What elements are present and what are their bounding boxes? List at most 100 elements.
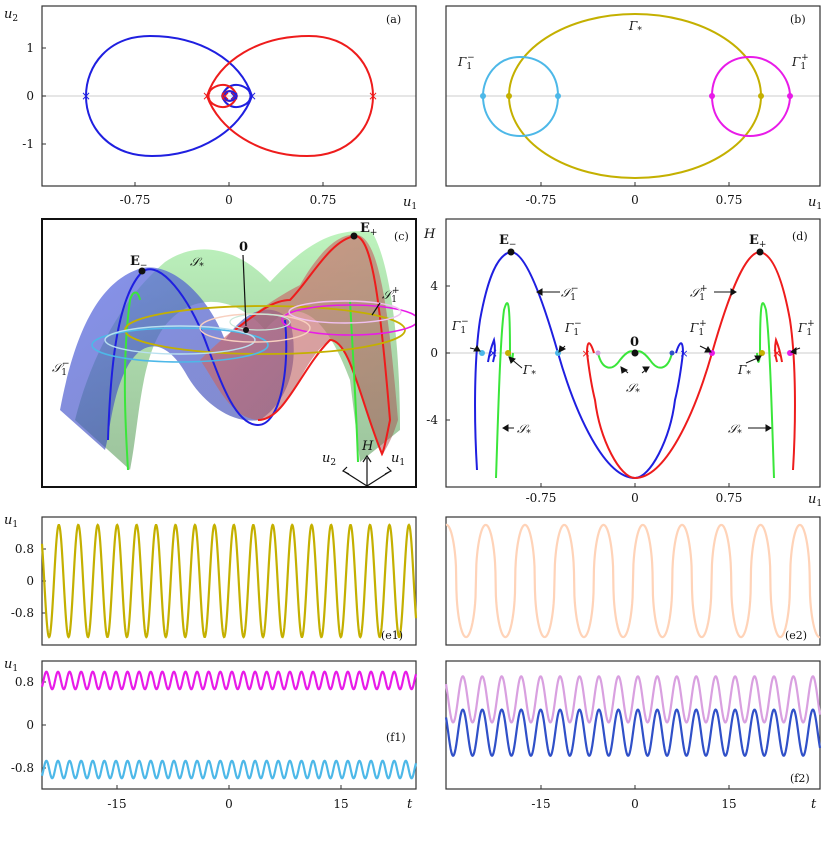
xtick-f1: 0 <box>225 797 233 811</box>
x-axis-label: t <box>811 797 817 812</box>
xtick-b: 0 <box>631 193 639 207</box>
label-gamma-1-plus: Γ1+ <box>791 53 809 72</box>
xtick-a: -0.75 <box>120 193 151 207</box>
curve-red-d <box>585 250 796 480</box>
series-f1-cyan <box>40 759 418 780</box>
xtick-d: 0 <box>631 491 639 505</box>
y-axis-label: u2 <box>4 7 18 24</box>
orbit-red <box>205 34 375 158</box>
xtick-b: 0.75 <box>716 193 743 207</box>
xtick-f2: -15 <box>531 797 550 811</box>
marker: × <box>220 89 230 103</box>
y-axis-label: u1 <box>4 513 18 530</box>
panel-label: (f2) <box>790 772 810 785</box>
ytick-a: 0 <box>26 89 34 103</box>
svg-text:×: × <box>488 346 498 360</box>
panel-label: (a) <box>386 13 401 26</box>
label-S-star-d: 𝒮* <box>517 422 531 439</box>
y-axis-label: u1 <box>4 657 18 674</box>
label-gamma-1-minus: Γ1− <box>457 53 475 72</box>
xtick-f2: 0 <box>631 797 639 811</box>
label-S-star-center: 𝒮* <box>626 381 640 398</box>
x-axis-label: u1 <box>808 492 822 509</box>
curve-S-star-left <box>495 302 514 479</box>
ytick-e1: 0.8 <box>15 542 34 556</box>
xtick-a: 0 <box>225 193 233 207</box>
ytick-f1: 0 <box>26 718 34 732</box>
ytick-a: -1 <box>22 137 34 151</box>
axes-triad <box>341 454 393 487</box>
series-f2-navy <box>444 708 822 757</box>
panel-label: (e1) <box>381 629 403 642</box>
y-axis-label: H <box>423 227 436 242</box>
surface-red <box>200 234 398 456</box>
label-S-star-d: 𝒮* <box>728 422 742 439</box>
x-axis-label: u1 <box>808 195 822 212</box>
panel-a: × × × × × × 1 0 -1 -0.75 0 0.75 u2 u1 (a… <box>4 5 417 212</box>
label-E-plus: E+ <box>749 233 766 250</box>
ytick-d: 0 <box>430 346 438 360</box>
ytick-e1: 0 <box>26 574 34 588</box>
label-E-minus: E− <box>499 233 516 250</box>
panel-d: × × × × 4 0 -4 -0.75 0 0.75 H u1 (d) E− … <box>423 218 822 509</box>
x-axis-label: t <box>407 797 413 812</box>
panel-b: -0.75 0 0.75 u1 (b) Γ* Γ1− Γ1+ <box>445 5 822 212</box>
svg-text:×: × <box>679 347 688 360</box>
series-f2-lilac <box>444 675 822 724</box>
xtick-f1: 15 <box>333 797 348 811</box>
xtick-b: -0.75 <box>526 193 557 207</box>
label-S1-minus: 𝒮1− <box>52 359 70 378</box>
series-f1-magenta <box>40 670 418 691</box>
xtick-f2: 15 <box>721 797 736 811</box>
marker: × <box>229 89 239 103</box>
curve-S-star-right <box>756 302 775 479</box>
label-gamma-star: Γ* <box>628 19 642 36</box>
label-S1-plus: 𝒮1+ <box>382 286 400 305</box>
panel-f2: -15 0 15 t (f2) <box>444 660 822 812</box>
svg-text:×: × <box>581 347 590 360</box>
label-G-star-d: Γ* <box>737 363 751 380</box>
curve-S1-minus <box>474 250 685 480</box>
label-G1-minus-d: Γ1− <box>564 319 582 338</box>
label-zero: 0 <box>239 240 248 255</box>
marker: × <box>247 89 257 103</box>
label-S1-minus-d: 𝒮1− <box>561 284 579 303</box>
xtick-d: 0.75 <box>716 491 743 505</box>
xtick-f1: -15 <box>107 797 126 811</box>
panel-c: E− E+ 0 𝒮* 𝒮1+ 𝒮1− H u2 u1 (c) <box>41 218 417 488</box>
panel-label: (d) <box>792 230 808 243</box>
orbit-blue <box>84 34 254 158</box>
panel-e1: 0.8 0 -0.8 u1 (e1) <box>4 513 418 646</box>
curve-blue <box>107 268 288 441</box>
label-G1-plus-d: Γ1+ <box>689 319 707 338</box>
series-e2 <box>445 523 821 639</box>
panel-label: (b) <box>790 13 806 26</box>
x-axis-label: u1 <box>403 195 417 212</box>
panel-f1: 0.8 0 -0.8 -15 0 15 u1 t (f1) <box>4 657 418 812</box>
label-G1-minus-d: Γ1− <box>451 317 469 336</box>
ytick-d: -4 <box>426 413 438 427</box>
ytick-e1: -0.8 <box>11 606 34 620</box>
svg-text:×: × <box>772 346 782 360</box>
marker: × <box>202 89 212 103</box>
label-G-star-d: Γ* <box>522 363 536 380</box>
panel-e2: (e2) <box>445 516 821 646</box>
ytick-d: 4 <box>430 279 438 293</box>
ytick-f1: 0.8 <box>15 675 34 689</box>
ytick-f1: -0.8 <box>11 761 34 775</box>
marker: × <box>368 89 378 103</box>
panel-label: (e2) <box>785 629 807 642</box>
xtick-a: 0.75 <box>310 193 337 207</box>
label-G1-plus-d: Γ1+ <box>797 319 815 338</box>
axis-H: H <box>361 439 374 454</box>
series-e1 <box>40 523 418 639</box>
panel-label: (c) <box>394 230 409 243</box>
label-zero: 0 <box>630 335 639 350</box>
marker: × <box>81 89 91 103</box>
xtick-d: -0.75 <box>526 491 557 505</box>
panel-label: (f1) <box>386 731 406 744</box>
curve-red <box>234 234 392 457</box>
label-S1-plus-d: 𝒮1+ <box>690 284 708 303</box>
ytick-a: 1 <box>26 41 34 55</box>
